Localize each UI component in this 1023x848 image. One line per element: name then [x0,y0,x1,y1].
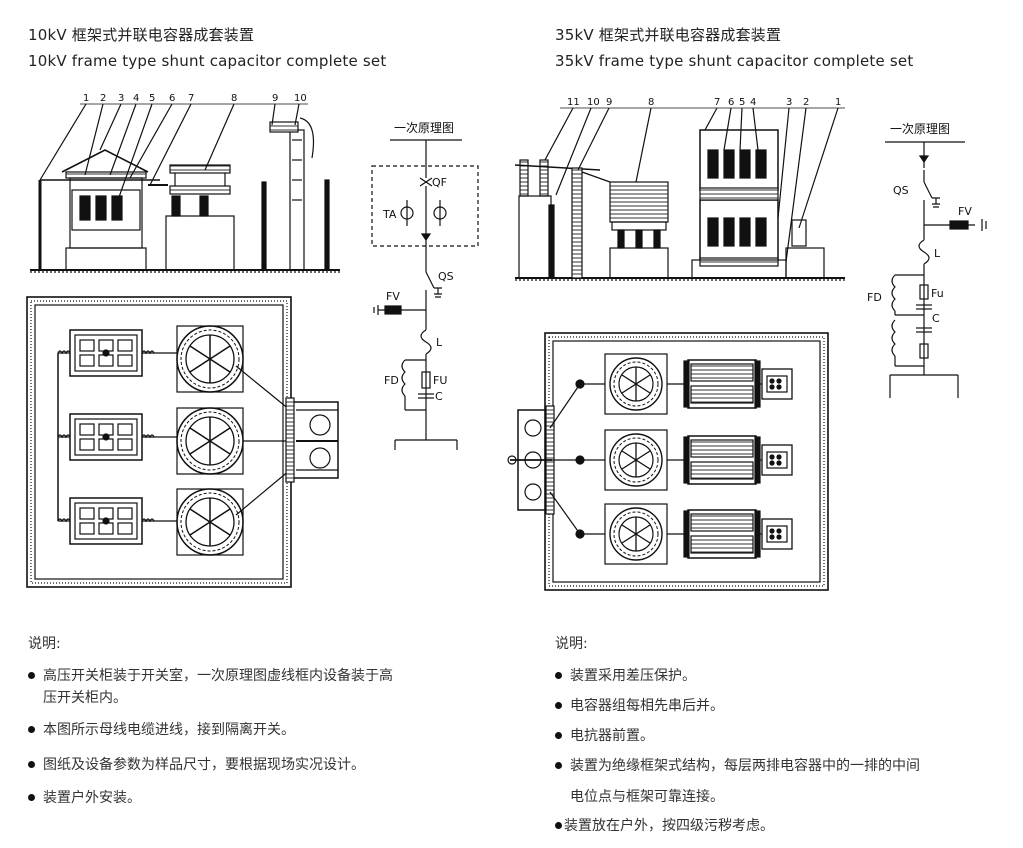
right-callout: 10 [587,97,600,108]
left-note: 装置户外安装。 [28,787,141,809]
right-note: 装置为绝缘框架式结构，每层两排电容器中的一排的中间电位点与框架可靠连接。 [555,755,920,808]
qs-label: QS [893,184,909,197]
fu-label: FU [433,374,447,387]
l-label: L [436,336,443,349]
bullet-icon [28,760,35,768]
c-label: C [435,390,443,403]
right-callouts: 11 10 9 8 7 6 5 4 3 2 1 [567,97,841,108]
right-note: 装置放在户外，按四级污秽考虑。 [555,815,774,837]
right-plan [507,332,829,591]
left-callout: 2 [100,93,106,104]
fv-label: FV [386,290,400,303]
fd-label: FD [867,291,882,304]
left-callout: 7 [188,93,194,104]
bullet-icon [555,731,562,739]
right-callout: 3 [786,97,792,108]
left-title-cn: 10kV 框架式并联电容器成套装置 [28,26,255,44]
right-schematic-labels: 一次原理图 QS FV L FD Fu C [867,122,972,325]
left-callout: 9 [272,93,278,104]
bullet-icon [555,821,562,829]
left-callout: 3 [118,93,124,104]
fv-label: FV [958,205,972,218]
left-plan [26,296,339,588]
right-notes-title: 说明: [555,636,588,652]
right-note: 电容器组每相先串后并。 [555,695,724,717]
left-callout: 4 [133,93,139,104]
left-callout: 5 [149,93,155,104]
ta-label: TA [382,208,397,221]
left-callout: 10 [294,93,307,104]
right-callout: 9 [606,97,612,108]
right-callout: 6 [728,97,734,108]
right-title-en: 35kV frame type shunt capacitor complete… [555,52,914,70]
left-callouts: 1 2 3 4 5 6 7 8 9 10 [83,93,307,104]
left-callout: 8 [231,93,237,104]
qs-label: QS [438,270,454,283]
l-label: L [934,247,941,260]
left-note: 图纸及设备参数为样品尺寸，要根据现场实况设计。 [28,754,365,776]
right-title-cn: 35kV 框架式并联电容器成套装置 [555,26,782,44]
bullet-icon [28,793,35,801]
left-schematic [371,139,479,450]
qf-label: QF [432,176,447,189]
left-elevation [30,103,340,273]
fd-label: FD [384,374,399,387]
bullet-icon [28,671,35,679]
bullet-icon [28,725,35,733]
fu-label: Fu [931,287,944,300]
bullet-icon [555,761,562,769]
schematic-heading: 一次原理图 [890,122,950,136]
right-callout: 7 [714,97,720,108]
right-callout: 8 [648,97,654,108]
right-elevation [514,107,845,281]
right-callout: 5 [739,97,745,108]
c-label: C [932,312,940,325]
bullet-icon [555,701,562,709]
left-note: 高压开关柜装于开关室，一次原理图虚线框内设备装于高压开关柜内。 [28,665,393,709]
left-title-en: 10kV frame type shunt capacitor complete… [28,52,387,70]
right-callout: 1 [835,97,841,108]
right-callout: 4 [750,97,756,108]
right-schematic [885,141,987,398]
right-callout: 11 [567,97,580,108]
right-note: 电抗器前置。 [555,725,654,747]
right-note: 装置采用差压保护。 [555,665,696,687]
left-note: 本图所示母线电缆进线，接到隔离开关。 [28,719,295,741]
left-schematic-labels: 一次原理图 QF TA QS FV L FD FU C [382,121,454,403]
left-callout: 6 [169,93,175,104]
left-notes-title: 说明: [28,636,61,652]
bullet-icon [555,671,562,679]
right-callout: 2 [803,97,809,108]
left-callout: 1 [83,93,89,104]
schematic-heading: 一次原理图 [394,121,454,135]
